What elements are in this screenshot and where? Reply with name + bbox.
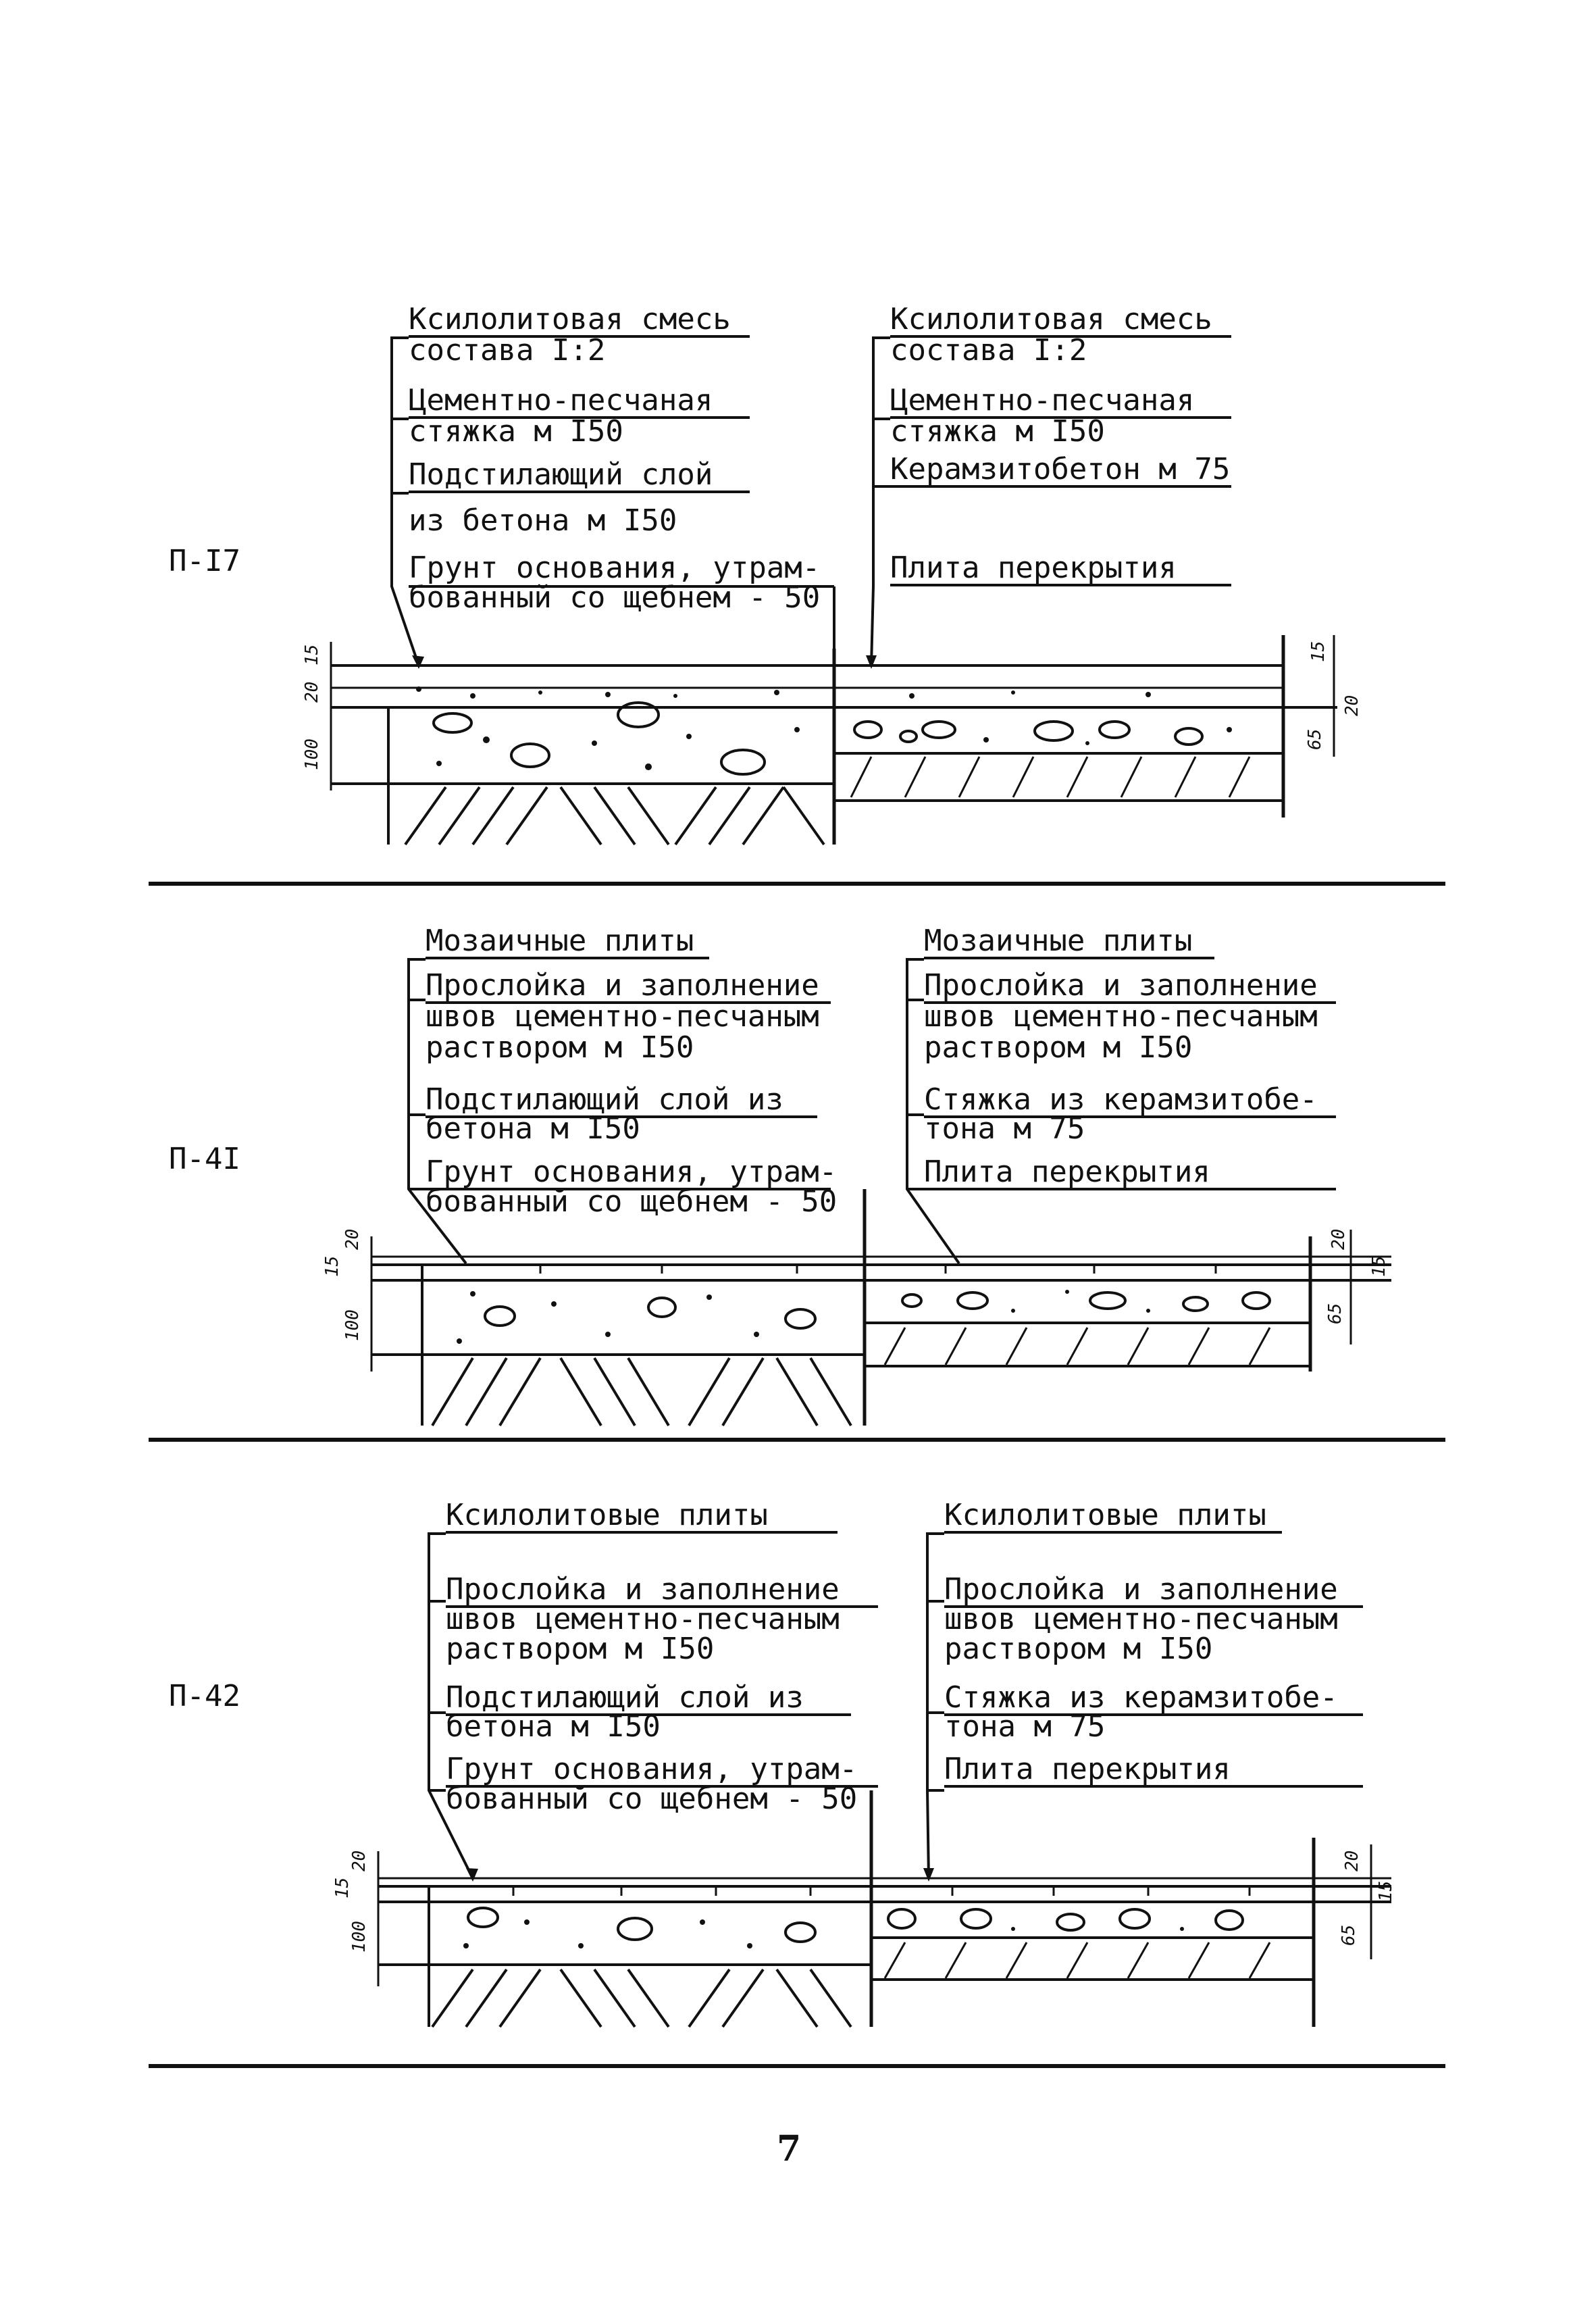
layer-label: Прослойка и заполнение bbox=[426, 970, 831, 1004]
dimension-label: 15 bbox=[322, 1256, 342, 1277]
section-code: П-42 bbox=[169, 1679, 240, 1713]
layer-label: бетона м I50 bbox=[446, 1709, 661, 1744]
layer-label: Ксилолитовые плиты bbox=[446, 1500, 838, 1534]
dimension-label: 65 bbox=[1325, 1303, 1345, 1324]
dimension-label: 15 bbox=[332, 1878, 353, 1898]
layer-label: Плита перекрытия bbox=[944, 1754, 1363, 1788]
layer-label: Цементно-песчаная bbox=[890, 385, 1231, 419]
layer-label: тона м 75 bbox=[924, 1111, 1085, 1146]
layer-label: Грунт основания, утрам- bbox=[446, 1754, 878, 1788]
layer-label: Грунт основания, утрам- bbox=[409, 551, 821, 585]
layer-label: состава I:2 bbox=[409, 333, 606, 368]
dimension-label: 20 bbox=[349, 1851, 369, 1871]
layer-label: Мозаичные плиты bbox=[426, 926, 709, 959]
dimension-label: 65 bbox=[1339, 1925, 1359, 1946]
section-divider bbox=[149, 882, 1445, 886]
section-code: П-4I bbox=[169, 1142, 240, 1176]
layer-label: Цементно-песчаная bbox=[409, 385, 750, 419]
layer-label: Грунт основания, утрам- bbox=[426, 1155, 838, 1190]
layer-label: тона м 75 bbox=[944, 1709, 1106, 1744]
layer-label: Стяжка из керамзитобе- bbox=[944, 1682, 1363, 1716]
dimension-label: 15 bbox=[302, 645, 322, 665]
layer-label: швов цементно-песчаным bbox=[446, 1602, 840, 1636]
layer-label: раствором м I50 bbox=[446, 1632, 715, 1666]
layer-label: Стяжка из керамзитобе- bbox=[924, 1084, 1336, 1118]
section-divider bbox=[149, 1438, 1445, 1442]
layer-label: раствором м I50 bbox=[944, 1632, 1213, 1666]
layer-label: Мозаичные плиты bbox=[924, 926, 1214, 959]
layer-label: Керамзитобетон м 75 bbox=[890, 452, 1231, 488]
layer-diagram: 15 20 100 15 20 65 bbox=[302, 336, 1362, 846]
layer-label: из бетона м I50 bbox=[409, 503, 677, 538]
layer-diagram: 20 15 100 20 15 65 bbox=[322, 958, 1391, 1427]
dimension-label: 15 bbox=[1369, 1256, 1389, 1277]
layer-label: стяжка м I50 bbox=[409, 414, 623, 449]
dimension-label: 20 bbox=[1342, 1851, 1362, 1871]
layer-label: Ксилолитовая смесь bbox=[890, 304, 1231, 338]
dimension-label: 20 bbox=[1342, 695, 1362, 716]
dimension-label: 100 bbox=[342, 1309, 363, 1341]
layer-label: Подстилающий слой из bbox=[426, 1084, 817, 1118]
layer-label: швов цементно-песчаным bbox=[944, 1602, 1338, 1636]
layer-label: Плита перекрытия bbox=[890, 553, 1231, 586]
page-number: 7 bbox=[777, 2128, 802, 2169]
layer-label: раствором м I50 bbox=[426, 1030, 694, 1065]
layer-label: Плита перекрытия bbox=[924, 1157, 1336, 1190]
layer-label: бетона м I50 bbox=[426, 1111, 640, 1146]
layer-label: состава I:2 bbox=[890, 333, 1087, 368]
dimension-label: 20 bbox=[1329, 1229, 1349, 1250]
dimension-label: 15 bbox=[1308, 641, 1329, 662]
section-divider bbox=[149, 2064, 1445, 2068]
layer-label: Прослойка и заполнение bbox=[446, 1574, 878, 1608]
layer-diagram: 20 15 100 20 15 65 bbox=[332, 1532, 1396, 2028]
layer-label: швов цементно-песчаным bbox=[426, 999, 819, 1034]
section-code: П-I7 bbox=[169, 544, 240, 578]
dimension-label: 20 bbox=[302, 682, 322, 703]
layer-label: Подстилающий слой bbox=[409, 459, 750, 493]
dimension-label: 100 bbox=[349, 1921, 369, 1953]
layer-label: стяжка м I50 bbox=[890, 414, 1105, 449]
layer-label: Прослойка и заполнение bbox=[944, 1574, 1363, 1608]
layer-label: бованный со щебнем - 50 bbox=[446, 1782, 858, 1816]
dimension-label: 20 bbox=[342, 1229, 363, 1250]
layer-label: раствором м I50 bbox=[924, 1030, 1193, 1065]
layer-label: Ксилолитовая смесь bbox=[409, 304, 750, 338]
layer-label: швов цементно-песчаным bbox=[924, 999, 1318, 1034]
dimension-label: 65 bbox=[1305, 729, 1325, 750]
layer-label: бованный со щебнем - 50 bbox=[426, 1184, 838, 1219]
dimension-label: 15 bbox=[1376, 1881, 1396, 1902]
layer-label: Подстилающий слой из bbox=[446, 1682, 851, 1716]
layer-label: Прослойка и заполнение bbox=[924, 970, 1336, 1004]
dimension-label: 100 bbox=[302, 738, 322, 770]
layer-label: Ксилолитовые плиты bbox=[944, 1500, 1282, 1534]
